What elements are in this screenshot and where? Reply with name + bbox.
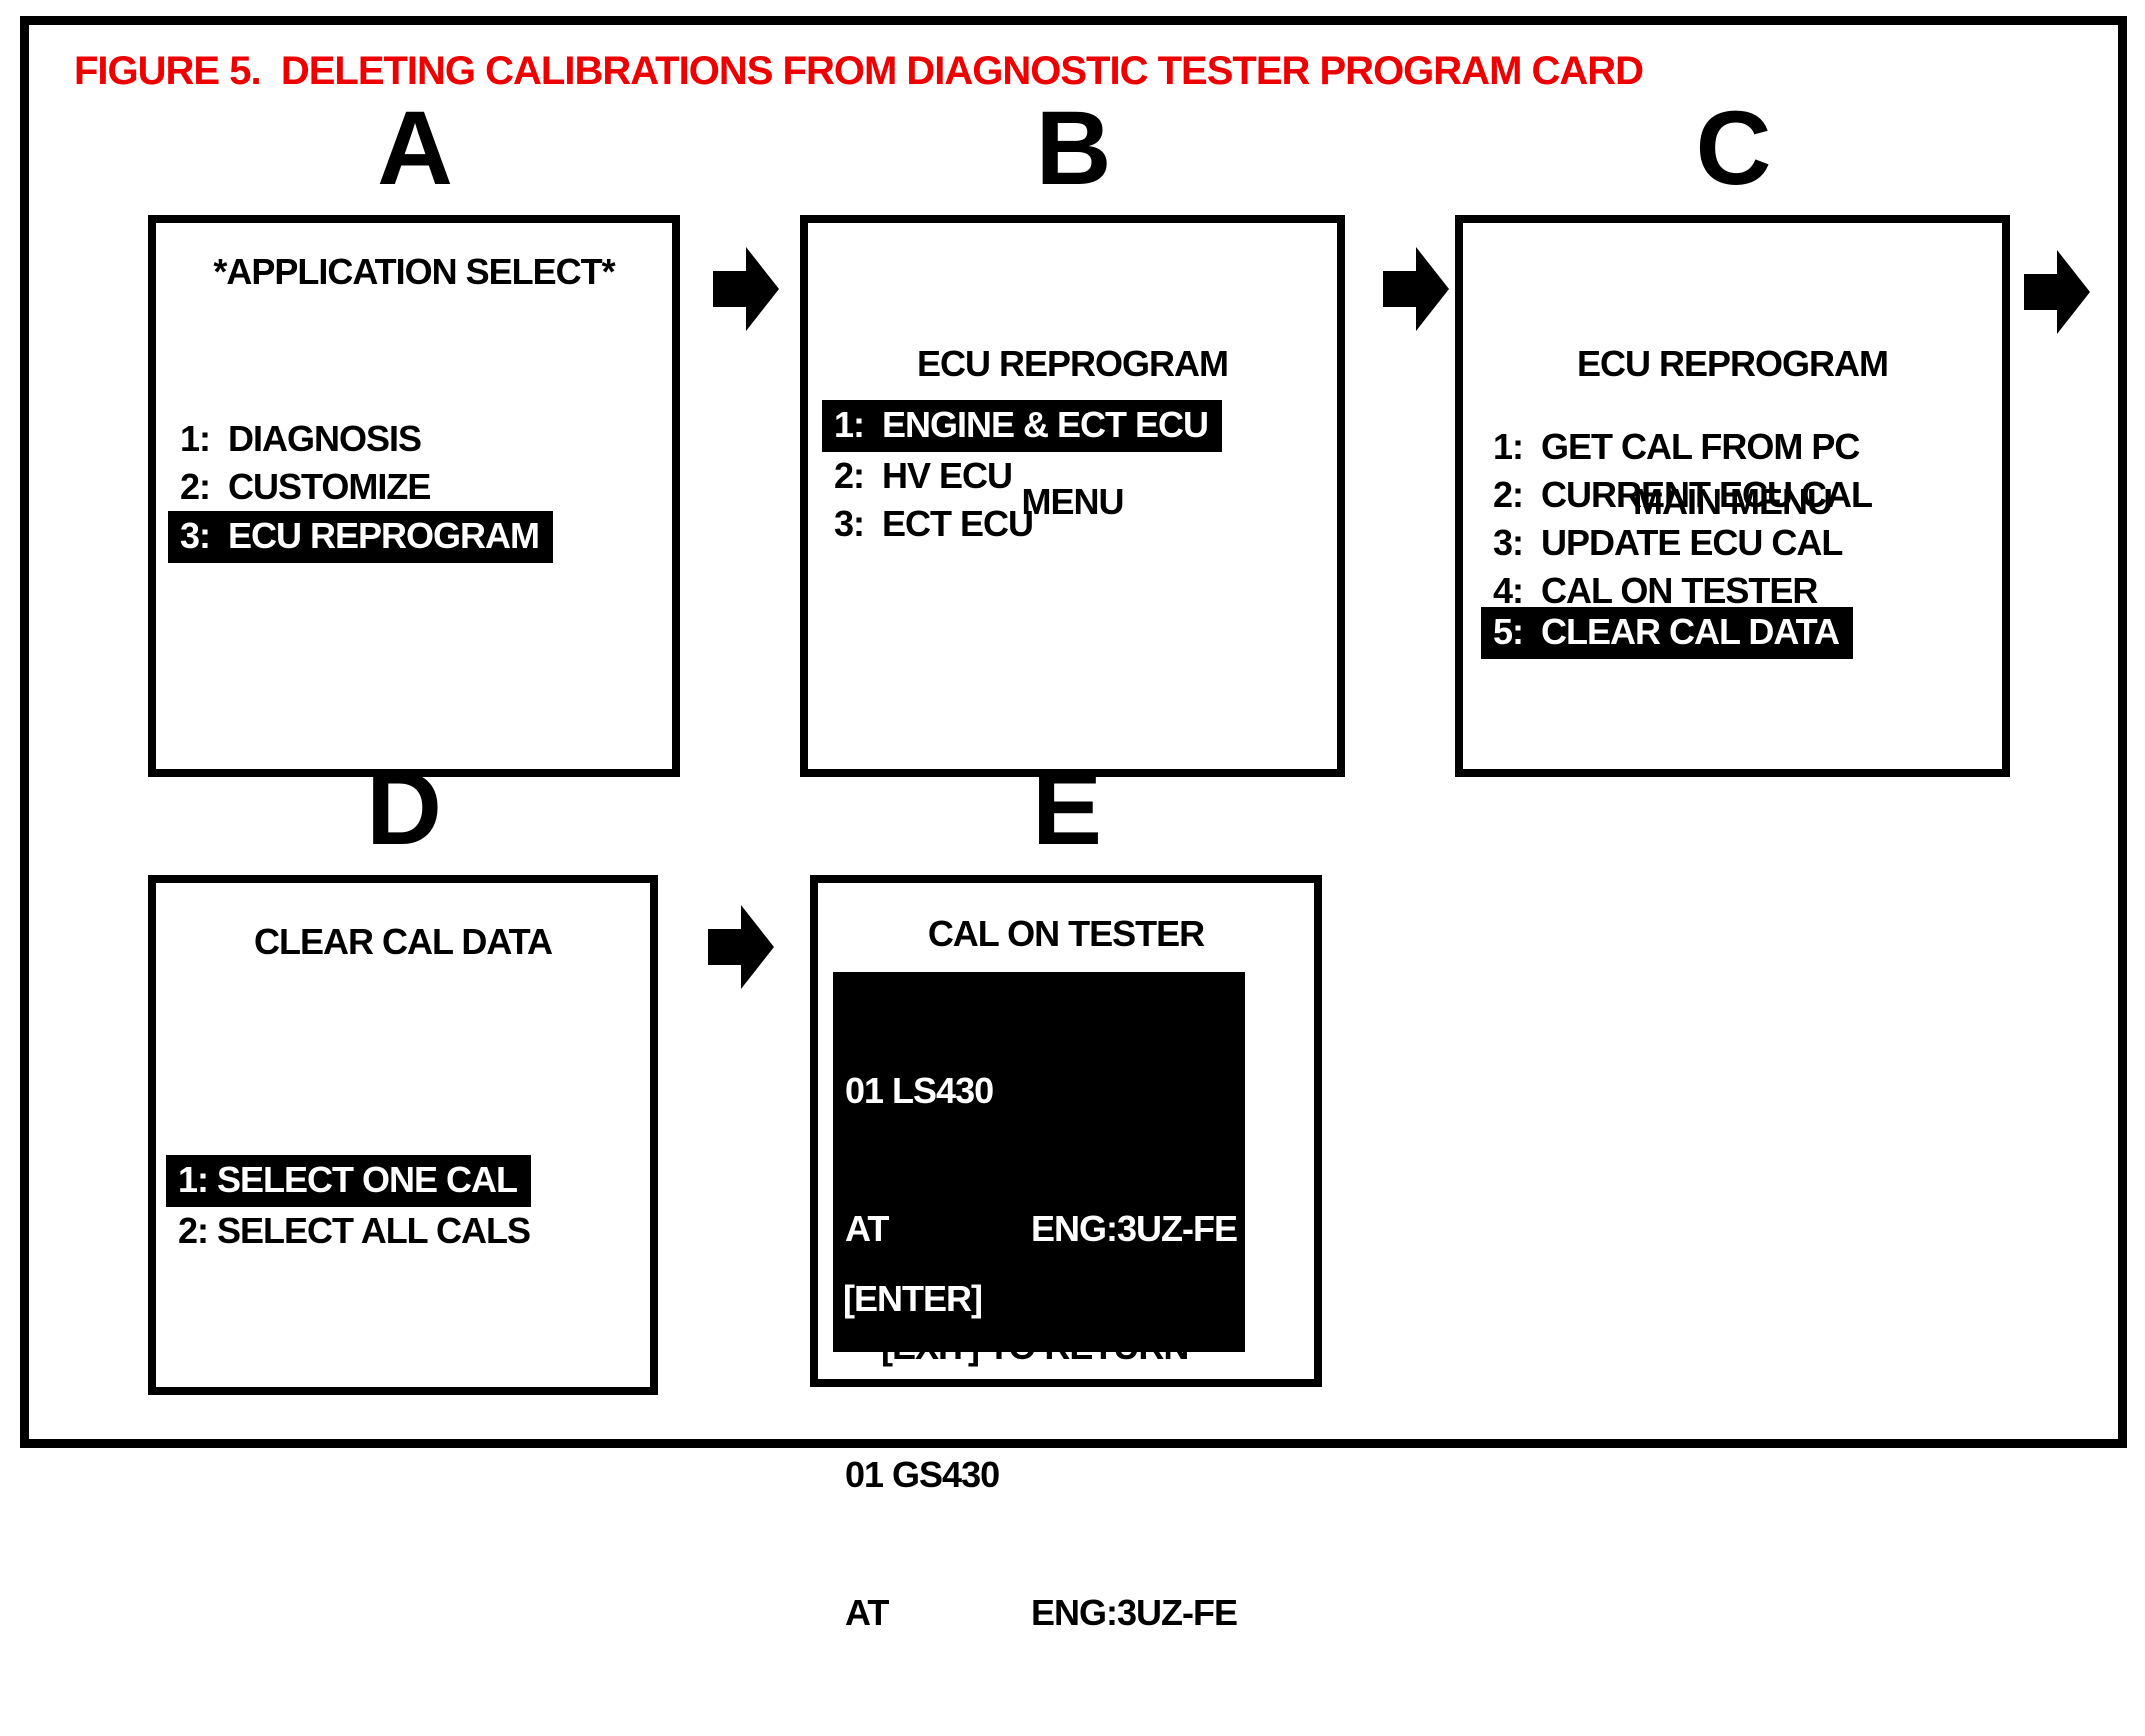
- panel-label-d: D: [366, 750, 442, 867]
- flow-arrow-icon: [1383, 247, 1449, 331]
- screen-c-title: ECU REPROGRAM MAIN MENU: [1463, 223, 2002, 617]
- screen-a-item-2: 2: CUSTOMIZE: [180, 466, 431, 507]
- cal-entry-detail: AT ENG:3UZ-FE: [845, 1206, 1238, 1252]
- enter-hint: [ENTER] TO SELECT: [833, 1275, 1194, 1324]
- screen-a: *APPLICATION SELECT* 1: DIAGNOSIS 2: CUS…: [148, 215, 680, 777]
- panel-label-c: C: [1695, 90, 1772, 207]
- cal-entry-model: 01 LS430: [845, 1070, 994, 1111]
- screen-b-item-3: 3: ECT ECU: [834, 503, 1034, 544]
- screen-e: CAL ON TESTER 01 LS430 AT ENG:3UZ-FE 01 G…: [810, 875, 1322, 1633]
- screen-c-title-line1: ECU REPROGRAM: [1576, 343, 1889, 384]
- screen-a-title: *APPLICATION SELECT*: [213, 251, 615, 292]
- screen-e-title: CAL ON TESTER: [927, 913, 1205, 954]
- screen-d-title: CLEAR CAL DATA: [254, 921, 553, 962]
- panel-label-b: B: [1035, 90, 1112, 207]
- screen-b: ECU REPROGRAM MENU 1: ENGINE & ECT ECU 2…: [800, 215, 1345, 777]
- panel-label-a: A: [377, 90, 453, 207]
- flow-arrow-icon: [713, 247, 779, 331]
- screen-d-item-2: 2: SELECT ALL CALS: [178, 1210, 531, 1251]
- screen-b-item-2: 2: HV ECU: [834, 455, 1013, 496]
- exit-hint: [EXIT] TO RETURN: [881, 1326, 1189, 1367]
- screen-a-item-3-highlighted: 3: ECU REPROGRAM: [168, 511, 554, 563]
- screen-c-item-5-highlighted: 5: CLEAR CAL DATA: [1481, 607, 1853, 659]
- screen-b-item-1-highlighted: 1: ENGINE & ECT ECU: [822, 400, 1223, 452]
- figure-title: FIGURE 5. DELETING CALIBRATIONS FROM DIA…: [74, 49, 1644, 93]
- screen-b-title-line2: MENU: [1021, 481, 1125, 522]
- screen-c-item-4: 4: CAL ON TESTER: [1493, 570, 1818, 611]
- cal-entry-gs430: 01 GS430 AT ENG:3UZ-FE: [833, 1356, 1245, 1736]
- cal-entry-model: 01 GS430: [845, 1454, 1000, 1495]
- flow-arrow-icon: [708, 905, 774, 989]
- screen-d-menu: 1: SELECT ONE CAL 2: SELECT ALL CALS: [166, 1155, 531, 1255]
- flow-arrow-icon: [2024, 250, 2090, 334]
- screen-c-item-1: 1: GET CAL FROM PC: [1493, 426, 1860, 467]
- screen-c: ECU REPROGRAM MAIN MENU 1: GET CAL FROM …: [1455, 215, 2010, 777]
- panel-label-e: E: [1031, 750, 1102, 867]
- enter-hint-text: TO SELECT: [992, 1278, 1194, 1319]
- cal-entry-detail: AT ENG:3UZ-FE: [845, 1590, 1238, 1636]
- screen-e-footer: [ENTER] TO SELECT [EXIT] TO RETURN: [833, 1275, 1194, 1371]
- screen-c-item-2: 2: CURRENT ECU CAL: [1493, 474, 1873, 515]
- screen-c-menu: 1: GET CAL FROM PC 2: CURRENT ECU CAL 3:…: [1481, 423, 1873, 659]
- cal-entry-engine: ENG:3UZ-FE: [1031, 1208, 1238, 1249]
- screen-b-title: ECU REPROGRAM MENU: [808, 223, 1337, 617]
- screen-d-item-1-highlighted: 1: SELECT ONE CAL: [166, 1155, 532, 1207]
- cal-entry-engine: ENG:3UZ-FE: [1031, 1592, 1238, 1633]
- enter-key-label: [ENTER]: [833, 1276, 992, 1324]
- cal-entry-trans: AT: [845, 1592, 889, 1633]
- screen-c-item-3: 3: UPDATE ECU CAL: [1493, 522, 1843, 563]
- screen-d: CLEAR CAL DATA 1: SELECT ONE CAL 2: SELE…: [148, 875, 658, 1395]
- screen-b-menu: 1: ENGINE & ECT ECU 2: HV ECU 3: ECT ECU: [822, 400, 1223, 548]
- screen-a-menu: 1: DIAGNOSIS 2: CUSTOMIZE 3: ECU REPROGR…: [168, 415, 554, 563]
- cal-entry-trans: AT: [845, 1208, 889, 1249]
- screen-c-title-line2: MAIN MENU: [1633, 481, 1833, 522]
- screen-b-title-line1: ECU REPROGRAM: [916, 343, 1229, 384]
- screen-a-item-1: 1: DIAGNOSIS: [180, 418, 422, 459]
